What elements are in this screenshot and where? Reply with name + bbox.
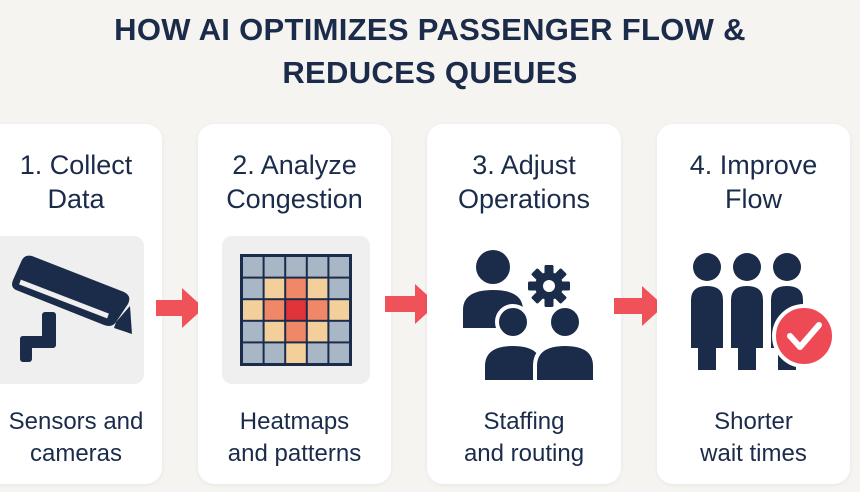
icon-box [0,236,144,384]
heatmap-cell [264,257,285,277]
security-camera-icon [12,255,132,362]
arrow-right-icon [614,286,664,326]
people-gear-icon [463,250,597,384]
heatmap-cell [307,257,328,277]
heatmap-cell [329,343,349,363]
heatmap-cell [329,321,349,342]
heatmap-cell [264,300,285,320]
heatmap-cell [286,257,306,277]
step-card-collect-data: 1. Collect Data Sensors and cameras [0,124,162,484]
heatmap-cell [243,300,263,320]
heatmap-cell [286,278,306,299]
step-caption: Heatmaps and patterns [227,408,362,467]
arrow-right-icon [385,284,437,324]
heatmap-cell [286,300,306,320]
heatmap-cell [264,321,285,342]
heatmap-cell [243,321,263,342]
step-card-improve-flow: 4. Improve Flow Shorter wait times [657,124,850,484]
heatmap-cell [307,300,328,320]
step-caption: Shorter wait times [700,408,807,467]
step-caption: Sensors and cameras [8,408,144,467]
icon-box [222,236,370,384]
step-title: 1. Collect Data [19,150,133,214]
heatmap-cell [243,278,263,299]
heatmap-cell [286,321,306,342]
title-line-1: HOW AI OPTIMIZES PASSENGER FLOW & [114,12,746,47]
step-card-adjust-operations: 3. Adjust Operations Staffing a [427,124,621,484]
step-title: 4. Improve Flow [689,150,818,214]
heatmap-cell [264,343,285,363]
step-title: 3. Adjust Operations [457,150,591,214]
title-line-2: REDUCES QUEUES [282,55,578,90]
step-title: 2. Analyze Congestion [226,150,363,214]
heatmap-cell [307,278,328,299]
heatmap-cell [329,300,349,320]
step-caption: Staffing and routing [463,408,585,467]
heatmap-cell [329,257,349,277]
heatmap-cell [264,278,285,299]
arrow-right-icon [156,288,204,328]
heatmap-cell [307,321,328,342]
heatmap-cell [329,278,349,299]
step-card-analyze-congestion: 2. Analyze Congestion Heatmaps and patte… [198,124,391,484]
people-check-icon [691,253,836,370]
heatmap-cell [286,343,306,363]
heatmap-cell [243,343,263,363]
page-title: HOW AI OPTIMIZES PASSENGER FLOW & REDUCE… [0,8,860,94]
heatmap-cell [243,257,263,277]
heatmap-cell [307,343,328,363]
heatmap-grid-icon [240,254,352,366]
